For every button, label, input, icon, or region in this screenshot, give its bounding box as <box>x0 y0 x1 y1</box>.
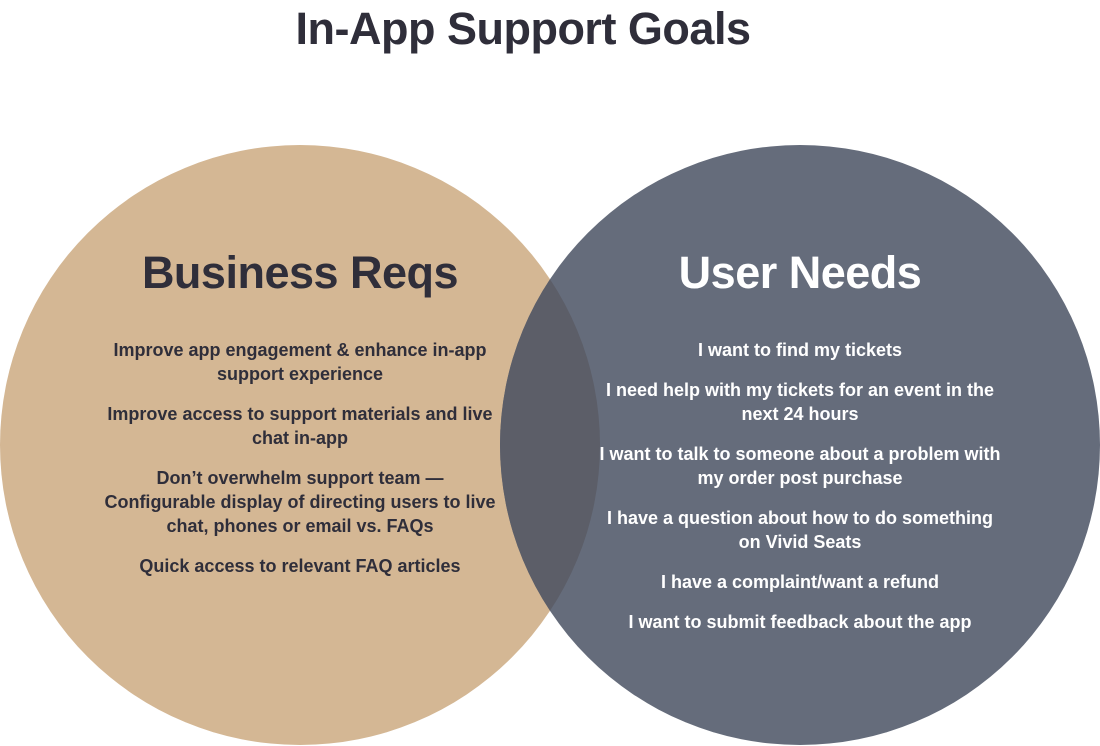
user-need-item: I want to submit feedback about the app <box>628 612 972 632</box>
business-req-item: Don’t overwhelm support team — Configura… <box>104 468 496 536</box>
user-need-item: I have a complaint/want a refund <box>660 572 940 592</box>
business-reqs-list: Improve app engagement & enhance in-app … <box>100 338 500 594</box>
user-need-item: I have a question about how to do someth… <box>606 508 993 552</box>
user-need-item: I want to talk to someone about a proble… <box>599 444 1001 488</box>
user-needs-heading: User Needs <box>678 247 922 298</box>
user-needs-list: I want to find my tickets I need help wi… <box>595 338 1005 650</box>
diagram-title: In-App Support Goals <box>295 3 751 54</box>
business-req-item: Quick access to relevant FAQ articles <box>139 556 461 576</box>
business-req-item: Improve app engagement & enhance in-app … <box>113 340 487 384</box>
user-need-item: I want to find my tickets <box>697 340 903 360</box>
business-reqs-heading: Business Reqs <box>141 247 459 298</box>
business-reqs-circle <box>0 145 600 745</box>
business-req-item: Improve access to support materials and … <box>107 404 493 448</box>
user-need-item: I need help with my tickets for an event… <box>605 380 995 424</box>
user-needs-circle <box>500 145 1100 745</box>
